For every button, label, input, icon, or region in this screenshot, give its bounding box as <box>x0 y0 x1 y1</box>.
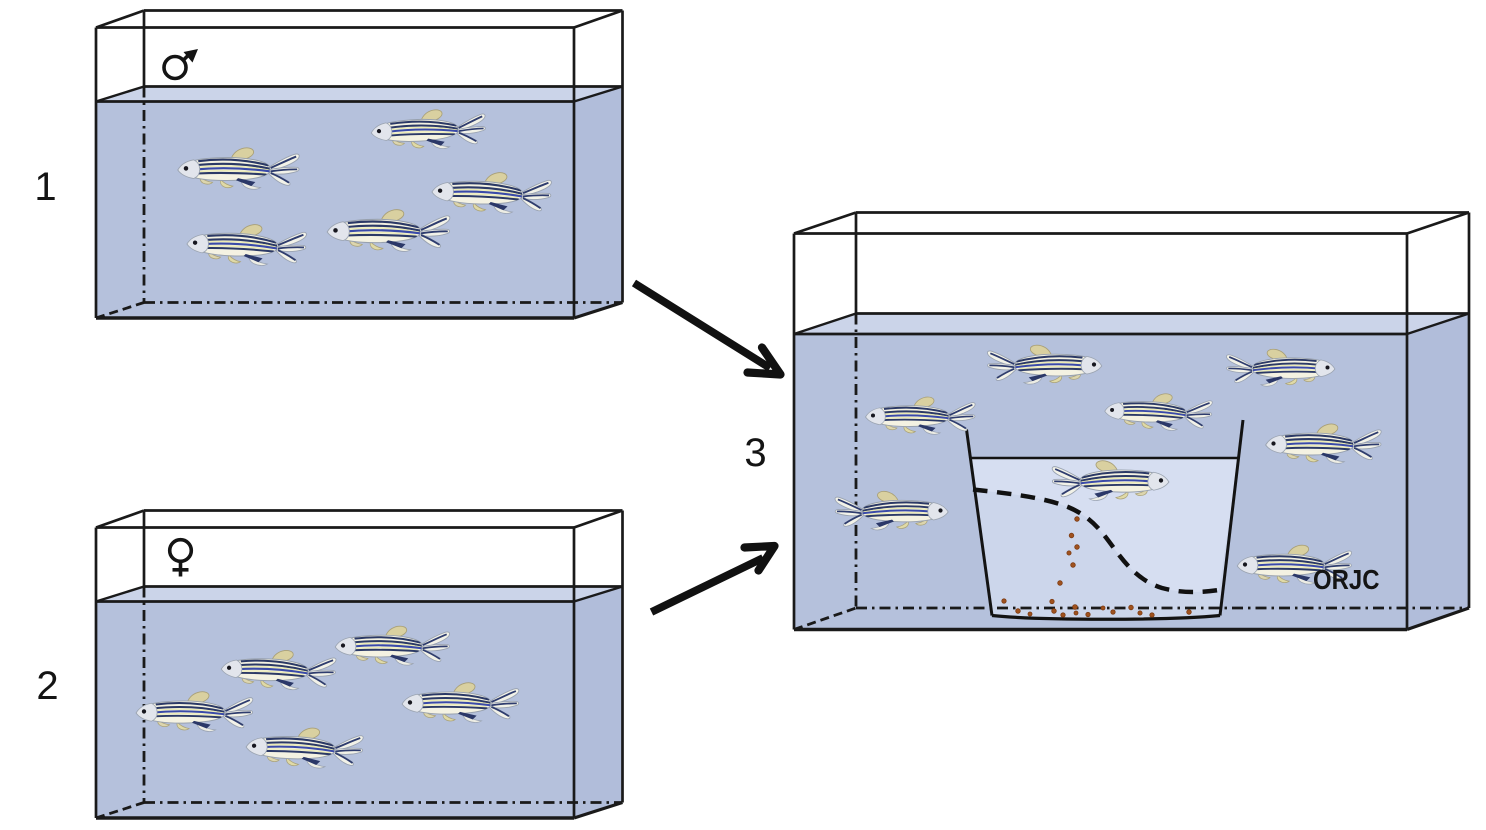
svg-text:1: 1 <box>34 165 56 209</box>
svg-text:2: 2 <box>36 664 58 708</box>
svg-text:3: 3 <box>744 431 766 475</box>
svg-text:ORJC: ORJC <box>1313 564 1380 595</box>
